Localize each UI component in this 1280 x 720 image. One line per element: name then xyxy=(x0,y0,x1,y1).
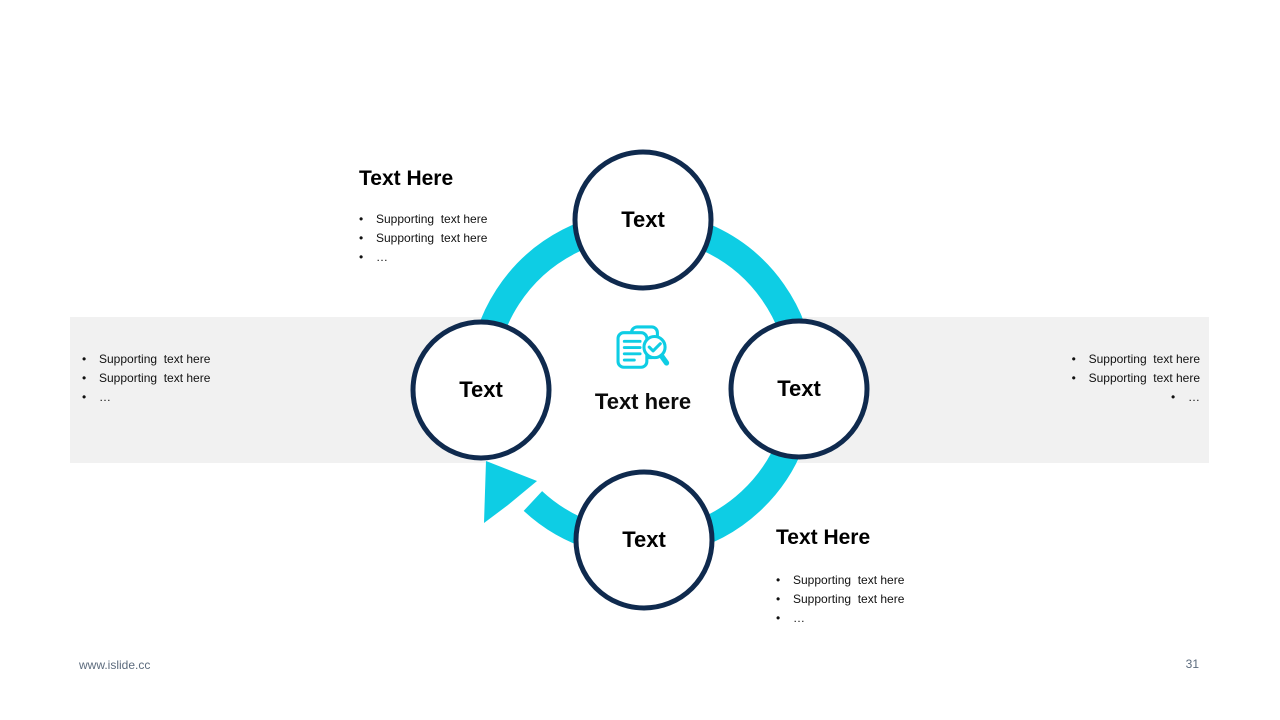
center-label: Text here xyxy=(594,389,692,414)
bullet-label: Supporting text here xyxy=(99,352,211,366)
cycle-arrowhead xyxy=(484,461,537,523)
ring-inner-disk xyxy=(468,210,816,558)
bullet-item: Supporting text here xyxy=(920,350,1200,369)
bullet-item: … xyxy=(776,609,996,628)
bullet-label: … xyxy=(376,250,388,264)
footer-website-link[interactable]: www.islide.cc xyxy=(79,658,151,672)
bullet-item: Supporting text here xyxy=(359,229,559,248)
bullet-label: … xyxy=(793,611,805,625)
bullet-item: Supporting text here xyxy=(776,571,996,590)
documents-search-check-icon xyxy=(616,325,670,369)
bullet-list-middle-right: Supporting text here Supporting text her… xyxy=(920,350,1200,407)
bullet-label: Supporting text here xyxy=(793,592,905,606)
bullet-item: Supporting text here xyxy=(82,369,302,388)
node-circle-bottom xyxy=(573,469,715,611)
bullet-item: … xyxy=(82,388,302,407)
bullet-list-top-left: Supporting text here Supporting text her… xyxy=(359,210,559,267)
node-circle-top xyxy=(572,149,714,291)
bullet-item: … xyxy=(359,248,559,267)
node-circle-right xyxy=(728,318,870,460)
node-label-left: Text xyxy=(459,377,503,402)
bullet-list-middle-left: Supporting text here Supporting text her… xyxy=(82,350,302,407)
bullet-item: … xyxy=(920,388,1200,407)
node-label-right: Text xyxy=(777,376,821,401)
bullet-list-bottom-right: Supporting text here Supporting text her… xyxy=(776,571,996,628)
bullet-item: Supporting text here xyxy=(359,210,559,229)
node-circle-left xyxy=(410,319,552,461)
node-label-top: Text xyxy=(621,207,665,232)
node-label-bottom: Text xyxy=(622,527,666,552)
bullet-label: Supporting text here xyxy=(1088,352,1200,366)
section-heading-bottom-right: Text Here xyxy=(776,526,871,549)
section-heading-top-left: Text Here xyxy=(359,167,454,190)
page-number: 31 xyxy=(1185,657,1199,671)
bullet-item: Supporting text here xyxy=(82,350,302,369)
bullet-label: Supporting text here xyxy=(1088,371,1200,385)
bullet-label: … xyxy=(1188,390,1200,404)
bullet-label: Supporting text here xyxy=(793,573,905,587)
bullet-item: Supporting text here xyxy=(776,590,996,609)
bullet-label: Supporting text here xyxy=(376,212,488,226)
bullet-label: Supporting text here xyxy=(99,371,211,385)
bullet-label: … xyxy=(99,390,111,404)
bullet-item: Supporting text here xyxy=(920,369,1200,388)
bullet-label: Supporting text here xyxy=(376,231,488,245)
